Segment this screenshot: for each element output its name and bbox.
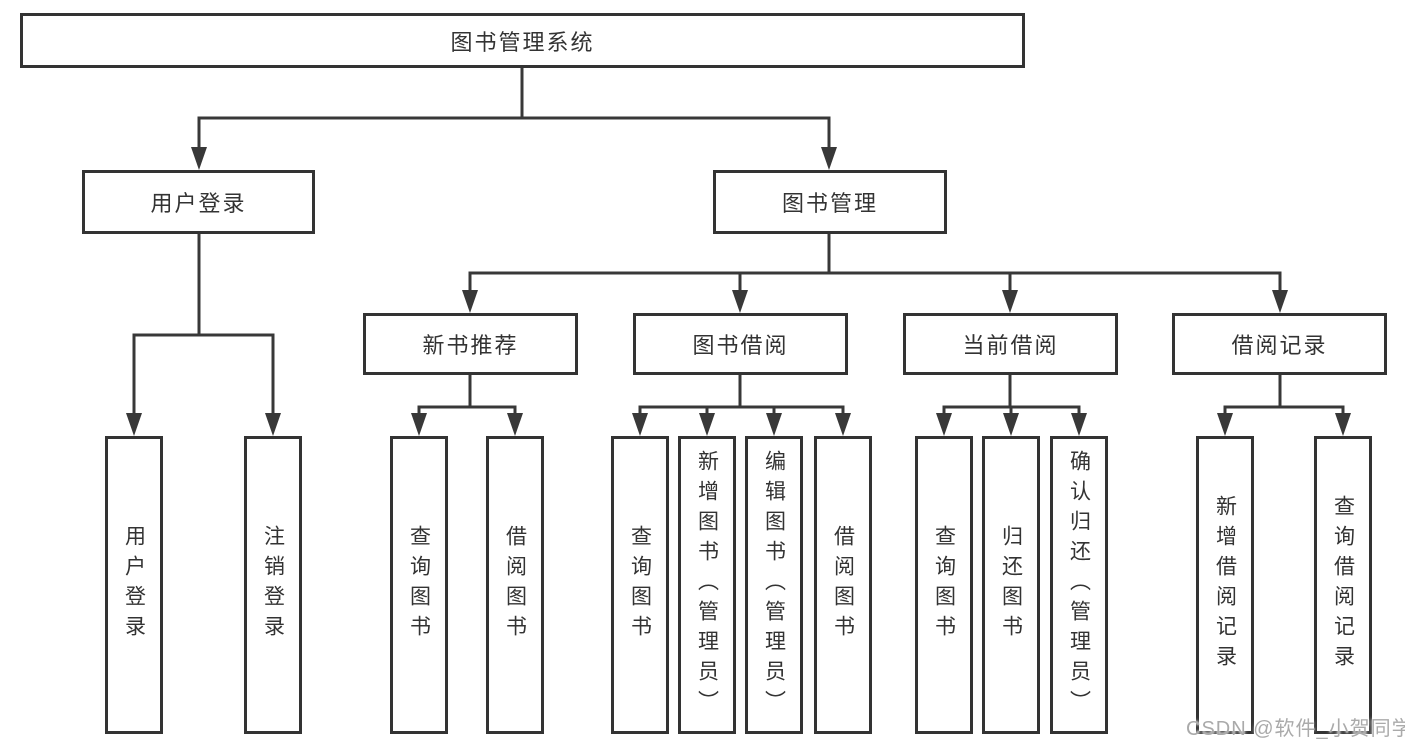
connector-borrow-records-to-leaves: [1217, 373, 1351, 436]
leaf-borrow-add-books-admin: 新增图书（管理员）: [678, 436, 736, 734]
leaf-current-return-books: 归还图书: [982, 436, 1040, 734]
node-user-login: 用户登录: [82, 170, 315, 234]
node-new-book-recommend: 新书推荐: [363, 313, 578, 375]
arrowhead-down: [821, 147, 837, 170]
leaf-current-query-books-label: 查询图书: [932, 525, 956, 645]
node-borrow-records: 借阅记录: [1172, 313, 1387, 375]
node-current-borrow: 当前借阅: [903, 313, 1118, 375]
arrowhead-down: [632, 413, 648, 436]
csdn-watermark: CSDN @软件_小贺同学: [1186, 718, 1405, 740]
arrowhead-down: [699, 413, 715, 436]
leaf-recommend-query-books: 查询图书: [390, 436, 448, 734]
leaf-current-confirm-return-admin-label: 确认归还（管理员）: [1067, 450, 1091, 720]
leaf-recommend-borrow-books: 借阅图书: [486, 436, 544, 734]
leaf-records-query-record: 查询借阅记录: [1314, 436, 1372, 734]
arrowhead-down: [1003, 413, 1019, 436]
connector-user-login-to-leaves: [126, 232, 281, 436]
node-book-borrow: 图书借阅: [633, 313, 848, 375]
leaf-records-add-record-label: 新增借阅记录: [1213, 495, 1237, 675]
arrowhead-down: [507, 413, 523, 436]
connector-root-to-level2: [191, 66, 837, 170]
arrowhead-down: [462, 290, 478, 313]
arrowhead-down: [265, 413, 281, 436]
arrowhead-down: [1335, 413, 1351, 436]
node-new-book-recommend-label: 新书推荐: [422, 333, 519, 358]
arrowhead-down: [1272, 290, 1288, 313]
arrowhead-down: [1071, 413, 1087, 436]
leaf-borrow-add-books-admin-label: 新增图书（管理员）: [695, 450, 719, 720]
leaf-records-add-record: 新增借阅记录: [1196, 436, 1254, 734]
leaf-logout-login: 注销登录: [244, 436, 302, 734]
connector-book-borrow-to-leaves: [632, 373, 851, 436]
node-current-borrow-label: 当前借阅: [962, 333, 1059, 358]
leaf-current-query-books: 查询图书: [915, 436, 973, 734]
leaf-recommend-borrow-books-label: 借阅图书: [503, 525, 527, 645]
connector-book-management-to-level3: [462, 232, 1288, 313]
leaf-records-query-record-label: 查询借阅记录: [1331, 495, 1355, 675]
leaf-borrow-query-books: 查询图书: [611, 436, 669, 734]
arrowhead-down: [126, 413, 142, 436]
leaf-current-confirm-return-admin: 确认归还（管理员）: [1050, 436, 1108, 734]
leaf-borrow-edit-books-admin: 编辑图书（管理员）: [745, 436, 803, 734]
leaf-user-login: 用户登录: [105, 436, 163, 734]
connector-new-book-recommend-to-leaves: [411, 373, 523, 436]
leaf-logout-login-label: 注销登录: [261, 525, 285, 645]
arrowhead-down: [1002, 290, 1018, 313]
leaf-borrow-borrow-books-label: 借阅图书: [831, 525, 855, 645]
arrowhead-down: [732, 290, 748, 313]
arrowhead-down: [191, 147, 207, 170]
node-user-login-label: 用户登录: [150, 191, 247, 216]
arrowhead-down: [766, 413, 782, 436]
leaf-borrow-query-books-label: 查询图书: [628, 525, 652, 645]
arrowhead-down: [1217, 413, 1233, 436]
node-book-management: 图书管理: [713, 170, 947, 234]
leaf-current-return-books-label: 归还图书: [999, 525, 1023, 645]
leaf-user-login-label: 用户登录: [122, 525, 146, 645]
node-book-management-label: 图书管理: [781, 191, 878, 216]
arrowhead-down: [936, 413, 952, 436]
connector-current-borrow-to-leaves: [936, 373, 1087, 436]
node-root-label: 图书管理系统: [450, 29, 595, 55]
leaf-recommend-query-books-label: 查询图书: [407, 525, 431, 645]
leaf-borrow-edit-books-admin-label: 编辑图书（管理员）: [762, 450, 786, 720]
arrowhead-down: [411, 413, 427, 436]
arrowhead-down: [835, 413, 851, 436]
node-book-borrow-label: 图书借阅: [692, 333, 789, 358]
leaf-borrow-borrow-books: 借阅图书: [814, 436, 872, 734]
node-root: 图书管理系统: [20, 13, 1025, 68]
node-borrow-records-label: 借阅记录: [1231, 333, 1328, 358]
